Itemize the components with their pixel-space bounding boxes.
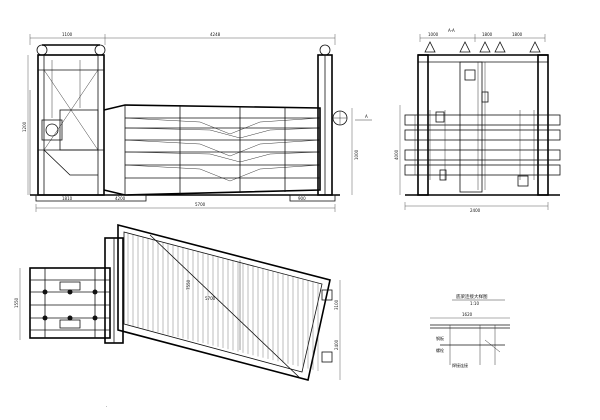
- detail-label-a: 钢板: [436, 335, 444, 341]
- detail-dim: 1620: [462, 312, 473, 317]
- elev-dim-right-b: 900: [298, 196, 306, 201]
- front-elevation: 1100 4248 1200: [22, 32, 372, 212]
- detail-title: 底梁连接大样图: [456, 293, 488, 300]
- elev-dim-bottom-a: 1810: [62, 196, 73, 201]
- side-dim-top-label: A-A: [448, 28, 455, 33]
- plan-dim-mid-a: 7550: [186, 279, 191, 290]
- elev-dim-top-b: 4248: [210, 32, 221, 37]
- side-elevation: A-A 1000 1800 1800: [394, 28, 561, 213]
- section-mark: A: [365, 114, 368, 119]
- elev-dim-right-height: 1000: [354, 149, 359, 160]
- elev-dim-bottom-total: 5700: [195, 202, 206, 207]
- detail-scale: 1:10: [470, 301, 479, 306]
- elev-dim-left-height: 1200: [22, 121, 27, 132]
- side-dim-top-a: 1000: [428, 32, 439, 37]
- plan-dim-mid-b: 5700: [205, 296, 216, 301]
- side-dim-top-b: 1800: [482, 32, 493, 37]
- detail-label-c: 焊接连接: [452, 362, 468, 368]
- connection-detail: 底梁连接大样图 1:10 1620 钢板 螺栓 焊接连接: [430, 293, 510, 368]
- side-dim-side-label: 4000: [394, 149, 399, 160]
- elev-dim-top-a: 1100: [62, 32, 73, 37]
- plan-dim-right-a: 3100: [334, 299, 339, 310]
- side-dim-bottom-total: 2400: [470, 208, 481, 213]
- svg-text:·: ·: [106, 404, 107, 409]
- elev-dim-bottom-b: 4200: [115, 196, 126, 201]
- plan-dim-right-b: 2400: [334, 339, 339, 350]
- side-dim-top-c: 1800: [512, 32, 523, 37]
- plan-dim-left-total: 1550: [14, 297, 19, 308]
- plan-view: 1550 7550 5700 3100 2400: [14, 223, 341, 381]
- detail-label-b: 螺栓: [436, 347, 444, 353]
